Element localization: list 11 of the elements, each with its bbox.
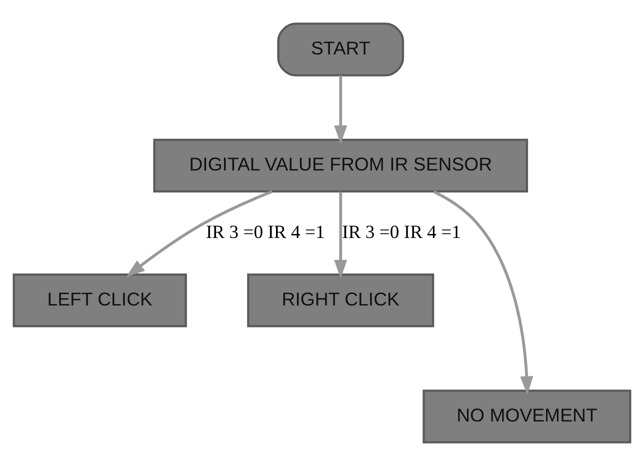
node-box: RIGHT CLICK [247, 274, 434, 328]
node-box: START [277, 22, 404, 76]
node-box: NO MOVEMENT [422, 390, 632, 444]
arrow [334, 76, 348, 144]
arrow [126, 190, 272, 277]
edge-label: IR 3 =0 IR 4 =1 [342, 222, 461, 243]
arrow [433, 190, 534, 395]
node-box: DIGITAL VALUE FROM IR SENSOR [153, 138, 528, 192]
edge-label: IR 3 =0 IR 4 =1 [206, 222, 325, 243]
node-box: LEFT CLICK [12, 274, 187, 328]
arrow [334, 192, 348, 279]
